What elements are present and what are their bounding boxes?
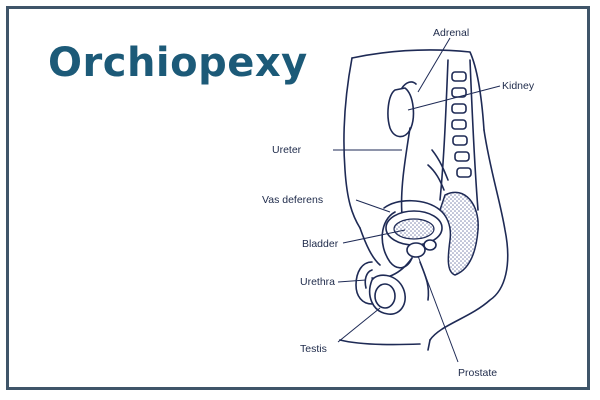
label-testis: Testis	[300, 343, 327, 355]
label-ureter: Ureter	[272, 144, 302, 156]
rectum	[439, 191, 479, 276]
body-outline	[339, 49, 509, 351]
kidney-organ	[387, 81, 417, 138]
border-frame	[6, 6, 590, 390]
testis-organ	[368, 274, 406, 315]
label-adrenal: Adrenal	[433, 27, 469, 39]
page-title: Orchiopexy	[48, 40, 308, 86]
leader-lines	[333, 37, 501, 363]
label-urethra: Urethra	[300, 276, 335, 288]
label-kidney: Kidney	[502, 80, 535, 92]
label-prostate: Prostate	[458, 367, 497, 379]
ureter-tube	[400, 127, 411, 216]
spine	[427, 59, 479, 211]
label-bladder: Bladder	[302, 238, 339, 250]
bladder-organ	[383, 199, 443, 246]
label-vas-deferens: Vas deferens	[262, 194, 323, 206]
prostate-organ	[406, 239, 437, 258]
